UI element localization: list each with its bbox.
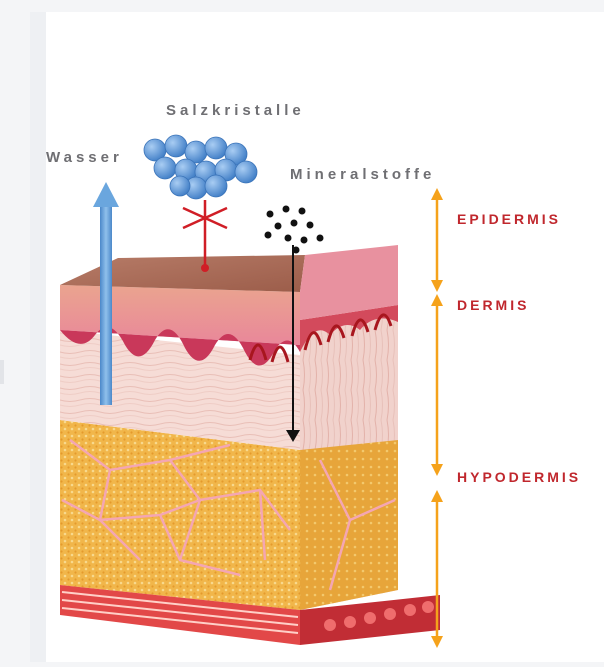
minerals-label: Mineralstoffe — [290, 166, 435, 183]
panel-edge — [30, 12, 46, 662]
panel-marker — [0, 360, 4, 384]
hypodermis-front — [60, 420, 300, 610]
dermis-label: DERMIS — [457, 297, 529, 313]
water-label: Wasser — [46, 149, 123, 166]
epidermis-label: EPIDERMIS — [457, 211, 561, 227]
salt-crystals-label: Salzkristalle — [166, 102, 305, 119]
skin-block — [60, 245, 440, 645]
hypodermis-label: HYPODERMIS — [457, 469, 581, 485]
